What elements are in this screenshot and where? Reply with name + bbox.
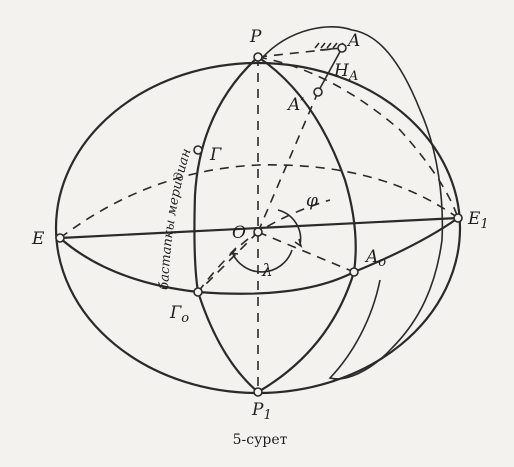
point-A0	[349, 267, 359, 277]
phi-arrow	[294, 238, 303, 248]
terrain-hatching	[314, 42, 344, 49]
label-E1: E1	[467, 209, 489, 232]
label-G0: Гo	[169, 303, 189, 326]
equator-back	[59, 164, 459, 239]
point-E1	[453, 213, 463, 223]
point-O	[253, 227, 263, 237]
radius-g0	[197, 231, 259, 293]
point-A-prime	[313, 87, 323, 97]
meridian-a-front	[256, 55, 357, 394]
label-P: P	[249, 27, 262, 47]
equator-front	[58, 216, 460, 295]
lambda-arrow	[229, 247, 239, 255]
point-E	[55, 233, 65, 243]
point-G0	[193, 287, 203, 297]
label-phi: φ	[306, 191, 318, 211]
radius-a0	[257, 231, 355, 273]
prime-meridian-front	[193, 55, 260, 394]
point-P1	[253, 387, 263, 397]
label-A: A	[346, 31, 360, 51]
label-H-A: HA	[333, 61, 358, 84]
phi-angle-arc	[277, 209, 302, 246]
label-G: Г	[209, 145, 222, 165]
lambda-angle-arc	[231, 249, 293, 273]
line-a-prime-to-a	[317, 47, 343, 93]
label-A0: Ao	[364, 247, 386, 270]
terrain-outline	[261, 25, 444, 380]
label-O: O	[232, 223, 246, 243]
label-P1: P1	[251, 400, 272, 423]
label-E: E	[31, 229, 45, 249]
point-A	[337, 43, 347, 53]
label-A-prime: A′	[286, 95, 304, 115]
figure-caption: 5-сурет	[233, 432, 288, 448]
meridian-label: бастапқы меридиан	[157, 147, 195, 290]
label-lambda: λ	[261, 261, 273, 281]
point-G	[193, 145, 203, 155]
meridian-back-upper	[257, 56, 459, 219]
point-P	[253, 52, 263, 62]
